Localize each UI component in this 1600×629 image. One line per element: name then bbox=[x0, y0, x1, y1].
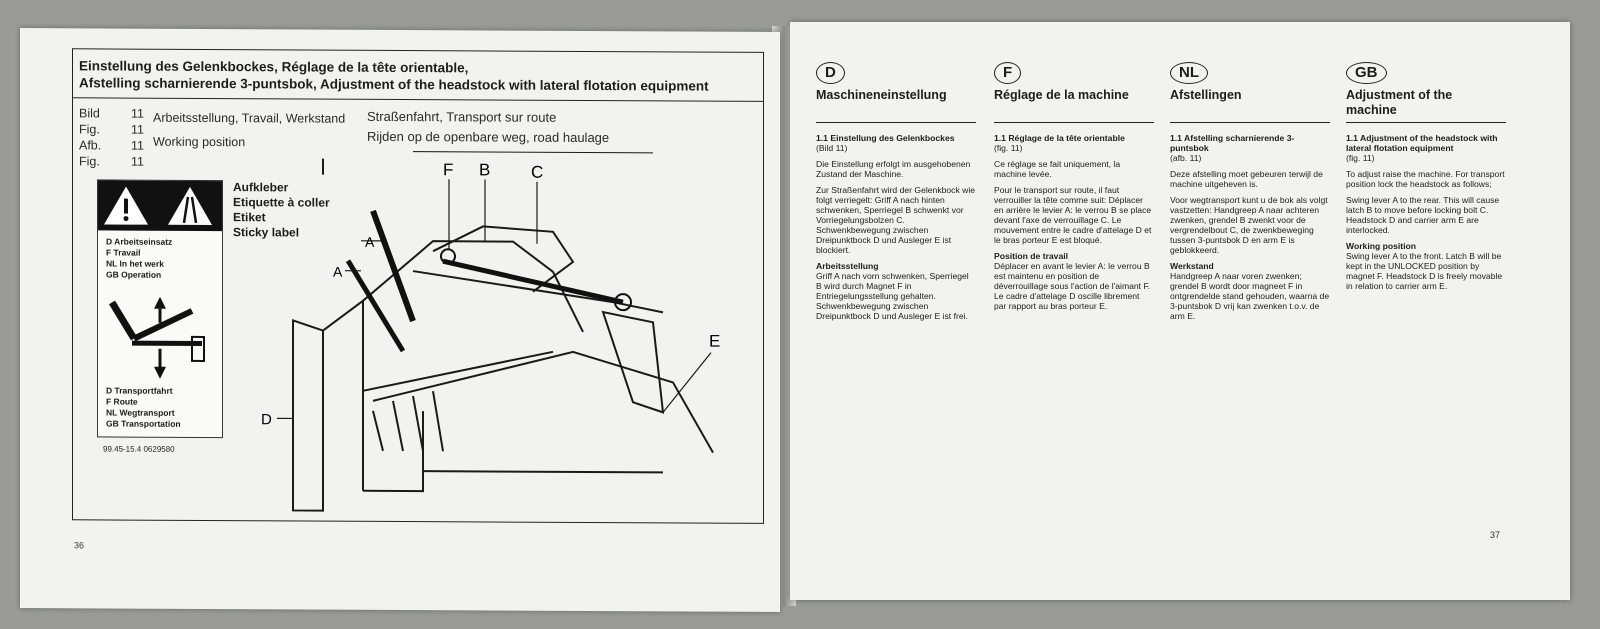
column-title: Maschineneinstellung bbox=[816, 88, 947, 102]
paragraph: Ce réglage se fait uniquement, la machin… bbox=[994, 159, 1121, 179]
fig-ref-label: Afb. bbox=[79, 138, 102, 153]
language-badge: GB bbox=[1346, 62, 1387, 84]
part-code: 99.45-15.4 0629580 bbox=[103, 444, 175, 454]
figure-ref: (Bild 11) bbox=[816, 143, 848, 153]
arrow-up-icon bbox=[154, 296, 166, 309]
diagram-labels: F B C A A E D bbox=[261, 160, 720, 428]
legend-item: NL Wegtransport bbox=[106, 407, 175, 418]
paragraph: Zur Straßenfahrt wird der Gelenkbock wie… bbox=[816, 185, 976, 255]
section-heading: Working position bbox=[1346, 241, 1417, 251]
column-de: D Maschineneinstellung 1.1 Einstellung d… bbox=[816, 62, 976, 327]
figure-ref: (fig. 11) bbox=[1346, 153, 1375, 163]
paragraph: Voor wegtransport kunt u de bok als volg… bbox=[1170, 195, 1328, 255]
section-subtitle: 1.1 Adjustment of the headstock with lat… bbox=[1346, 133, 1498, 153]
paragraph: Swing lever A to the front. Latch B will… bbox=[1346, 251, 1503, 291]
section-subtitle: 1.1 Einstellung des Gelenkbockes bbox=[816, 133, 955, 143]
page-number-left: 36 bbox=[74, 540, 85, 551]
page-header: Einstellung des Gelenkbockes, Réglage de… bbox=[73, 49, 763, 102]
legend-item: F Travail bbox=[106, 247, 141, 258]
section-subtitle: 1.1 Réglage de la tête orientable bbox=[994, 133, 1125, 143]
divider bbox=[1346, 122, 1506, 123]
language-badge: D bbox=[816, 62, 845, 84]
section-subtitle: 1.1 Afstelling scharnierende 3-puntsbok bbox=[1170, 133, 1295, 153]
left-page: Einstellung des Gelenkbockes, Réglage de… bbox=[20, 28, 780, 612]
column-gb: GB Adjustment of the machine 1.1 Adjustm… bbox=[1346, 62, 1506, 297]
header-line-2: Afstelling scharnierende 3-puntsbok, Adj… bbox=[79, 75, 709, 94]
fig-ref-num: 11 bbox=[131, 138, 144, 153]
section-heading: Arbeitsstellung bbox=[816, 261, 879, 271]
fig-ref-label: Fig. bbox=[79, 154, 100, 169]
figure-ref: (afb. 11) bbox=[1170, 153, 1202, 163]
label-e: E bbox=[709, 332, 720, 351]
working-position-line-1: Arbeitsstellung, Travail, Werkstand bbox=[153, 110, 346, 126]
arrow-down-icon bbox=[154, 366, 166, 379]
page-number-right: 37 bbox=[1490, 530, 1501, 540]
right-page: D Maschineneinstellung 1.1 Einstellung d… bbox=[790, 22, 1570, 600]
road-transport-line-1: Straßenfahrt, Transport sur route bbox=[367, 108, 557, 125]
section-heading: Position de travail bbox=[994, 251, 1069, 261]
fig-ref-label: Bild bbox=[79, 106, 100, 121]
column-title: Afstellingen bbox=[1170, 88, 1242, 102]
legend-item: D Transportfahrt bbox=[106, 385, 173, 396]
legend-item: GB Operation bbox=[106, 269, 162, 280]
figure-ref: (fig. 11) bbox=[994, 143, 1023, 153]
column-fr: F Réglage de la machine 1.1 Réglage de l… bbox=[994, 62, 1154, 317]
label-f: F bbox=[443, 160, 453, 179]
column-nl: NL Afstellingen 1.1 Afstelling scharnier… bbox=[1170, 62, 1330, 327]
paragraph: Griff A nach vorn schwenken, Sperriegel … bbox=[816, 271, 969, 321]
legend-item: D Arbeitseinsatz bbox=[106, 236, 173, 247]
fig-ref-num: 11 bbox=[131, 122, 144, 137]
divider bbox=[816, 122, 976, 123]
figure-refs: Bild 11 Fig. 11 Afb. 11 Fig. 11 bbox=[79, 105, 151, 169]
legend-operation: D Arbeitseinsatz F Travail NL In het wer… bbox=[106, 236, 172, 280]
paragraph: Déplacer en avant le levier A: le verrou… bbox=[994, 261, 1151, 311]
fig-ref-label: Fig. bbox=[79, 122, 100, 137]
paragraph: Handgreep A naar voren zwenken; grendel … bbox=[1170, 271, 1330, 321]
divider bbox=[1170, 122, 1330, 123]
label-a-lower: A bbox=[333, 264, 343, 280]
label-a-upper: A bbox=[365, 234, 375, 250]
label-b: B bbox=[479, 160, 490, 179]
label-c: C bbox=[531, 163, 543, 182]
language-badge: NL bbox=[1170, 62, 1208, 84]
fig-ref-num: 11 bbox=[131, 154, 144, 169]
column-title: Réglage de la machine bbox=[994, 88, 1129, 102]
sticky-label-box: D Arbeitseinsatz F Travail NL In het wer… bbox=[97, 179, 223, 439]
section-heading: Werkstand bbox=[1170, 261, 1214, 271]
legend-item: NL In het werk bbox=[106, 258, 164, 269]
headstock-diagram bbox=[277, 150, 714, 512]
warning-signs bbox=[98, 180, 222, 232]
working-position-caption: Arbeitsstellung, Travail, Werkstand Work… bbox=[153, 106, 345, 155]
label-d: D bbox=[261, 411, 272, 428]
column-title: Adjustment of the machine bbox=[1346, 88, 1453, 117]
language-badge: F bbox=[994, 62, 1022, 84]
fig-ref-num: 11 bbox=[131, 106, 144, 121]
paragraph: Pour le transport sur route, il faut ver… bbox=[994, 185, 1152, 245]
paragraph: To adjust raise the machine. For transpo… bbox=[1346, 169, 1505, 189]
paragraph: Swing lever A to the rear. This will cau… bbox=[1346, 195, 1500, 235]
figure-frame: Einstellung des Gelenkbockes, Réglage de… bbox=[72, 48, 764, 524]
paragraph: Deze afstelling moet gebeuren terwijl de… bbox=[1170, 169, 1323, 189]
lever-pictogram bbox=[109, 296, 205, 379]
road-transport-line-2: Rijden op de openbare weg, road haulage bbox=[367, 128, 610, 146]
legend-transport: D Transportfahrt F Route NL Wegtransport… bbox=[106, 385, 181, 429]
legend-item: GB Transportation bbox=[106, 418, 181, 429]
road-sign-icon bbox=[168, 186, 212, 226]
road-transport-caption: Straßenfahrt, Transport sur route Rijden… bbox=[367, 107, 609, 148]
paragraph: Die Einstellung erfolgt im ausgehobenen … bbox=[816, 159, 971, 179]
legend-item: F Route bbox=[106, 396, 138, 407]
divider bbox=[994, 122, 1154, 123]
